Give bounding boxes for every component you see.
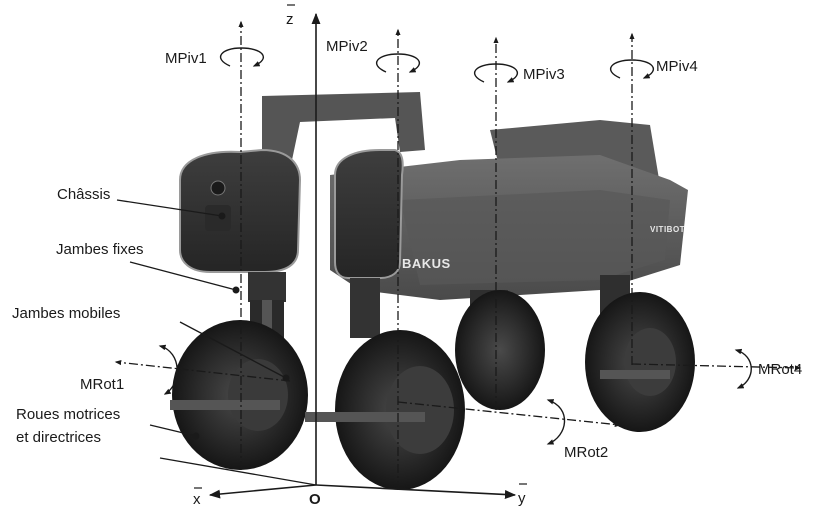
- x-axis: [208, 484, 317, 499]
- pivot-label-1: MPiv1: [165, 50, 207, 67]
- pivot-rotation-arrow-3: [473, 63, 519, 83]
- fixed-leg-mid: [350, 278, 380, 338]
- front-housing-right: [334, 149, 404, 279]
- rotation-arrow-4: [734, 348, 752, 389]
- rotation-axis-4: [631, 363, 802, 371]
- pivot-rotation-arrow-2: [375, 53, 421, 73]
- chassis-leader-dot: [218, 212, 226, 220]
- ground-line: [159, 457, 317, 486]
- pivot-axes: MPiv1 MPiv2 MPiv3 MPiv4: [165, 20, 698, 490]
- coordinate-axes: z x y O: [159, 4, 527, 507]
- axle-bar-mid: [305, 412, 425, 422]
- wheel-front-right: [335, 330, 465, 490]
- chassis-leader: [116, 199, 223, 217]
- mobile-legs-leader: [179, 321, 287, 379]
- rotation-axis-2: [397, 401, 622, 428]
- front-housing-left: [179, 148, 302, 273]
- wheel-rear-left: [455, 290, 545, 410]
- fixed-legs-leader-dot: [232, 286, 240, 294]
- rotation-label-4: MRot4: [758, 361, 802, 378]
- axle-bar-left: [170, 400, 280, 410]
- wheel-front-left: [172, 320, 308, 470]
- rotation-label-2: MRot2: [564, 444, 608, 461]
- pivot-label-2: MPiv2: [326, 38, 368, 55]
- rear-arch: [262, 92, 425, 162]
- wheels-leader: [149, 424, 197, 437]
- pivot-label-3: MPiv3: [523, 66, 565, 83]
- robot-illustration: BAKUS VITIBOT: [170, 92, 695, 490]
- rotation-axis-1: [114, 359, 291, 382]
- part-labels: Châssis Jambes fixes Jambes mobiles Roue…: [12, 186, 290, 446]
- y-axis-label: y: [518, 490, 526, 507]
- front-light: [210, 180, 226, 196]
- brand-label: BAKUS: [402, 256, 451, 271]
- wheels-label-line1: Roues motrices: [16, 406, 120, 423]
- wheels-leader-dot: [192, 432, 200, 440]
- body-side-shade: [400, 190, 670, 285]
- badge-label: VITIBOT: [650, 225, 685, 234]
- rotation-label-1: MRot1: [80, 376, 124, 393]
- pivot-rotation-arrow-4: [609, 59, 655, 79]
- axle-bar-right: [600, 370, 670, 379]
- pivot-label-4: MPiv4: [656, 58, 698, 75]
- wheels-label-line2: et directrices: [16, 429, 101, 446]
- mobile-legs-label: Jambes mobiles: [12, 305, 120, 322]
- fixed-leg-left: [248, 272, 286, 302]
- rotation-arrow-2: [546, 399, 566, 445]
- chassis-label: Châssis: [57, 186, 110, 203]
- z-axis-label: z: [286, 11, 294, 28]
- wheel-rear-right: [585, 292, 695, 432]
- origin-label: O: [309, 491, 321, 507]
- front-sensor: [205, 205, 231, 231]
- pivot-rotation-arrow-1: [219, 47, 265, 67]
- fixed-legs-label: Jambes fixes: [56, 241, 144, 258]
- x-axis-label: x: [193, 491, 201, 507]
- fixed-legs-leader: [129, 261, 237, 291]
- y-axis: [315, 484, 517, 499]
- rotation-axes: MRot1 MRot2 MRot4: [80, 344, 802, 461]
- rotation-arrow-1: [158, 344, 178, 395]
- mobile-legs-leader-dot: [282, 374, 290, 382]
